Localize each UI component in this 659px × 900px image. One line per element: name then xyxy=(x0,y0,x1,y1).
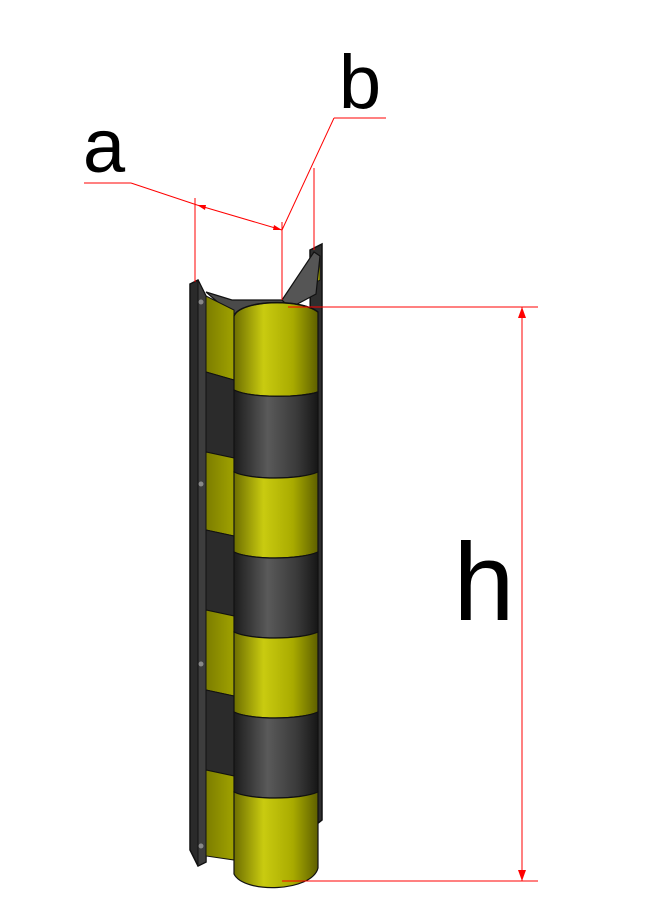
flange-stripes xyxy=(205,295,235,861)
mounting-hole xyxy=(198,299,204,305)
dimension-label-h: h xyxy=(453,521,514,644)
dimension-label-b: b xyxy=(339,40,381,125)
dimension-lines xyxy=(84,117,538,882)
mounting-hole xyxy=(198,481,204,487)
dimension-a-leader-slope xyxy=(130,182,198,206)
mounting-hole xyxy=(198,843,204,849)
dimension-a-line xyxy=(196,204,283,231)
dimension-arrows xyxy=(197,205,526,881)
cylinder-body xyxy=(233,302,319,889)
mounting-hole xyxy=(198,661,204,667)
backplate xyxy=(189,278,207,868)
dimension-label-a: a xyxy=(83,104,126,189)
dimension-b-leader-slope xyxy=(281,117,335,231)
